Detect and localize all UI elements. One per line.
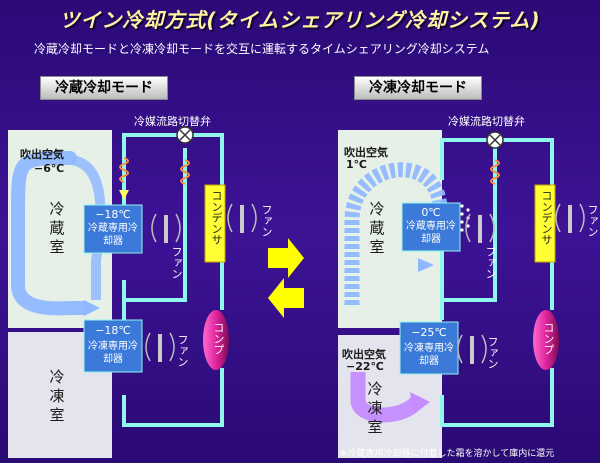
left-compressor — [203, 310, 229, 370]
left-air-temp: −6℃ — [34, 162, 65, 175]
right-air-bottom-temp: −22℃ — [346, 360, 384, 373]
right-fan-label-condenser: ファン — [586, 204, 599, 237]
left-capillary-coil-top — [119, 157, 129, 183]
left-capillary-coil-right — [180, 159, 190, 185]
right-fridge-room-label: 冷蔵室 — [369, 200, 385, 256]
left-cold-air-loop — [11, 151, 91, 316]
arrow-right-icon — [268, 238, 304, 278]
left-cold-air-inner — [70, 155, 106, 300]
left-cooler-freezer-name: 冷凍専用冷却器 — [88, 341, 138, 365]
right-cold-air-loop — [344, 162, 448, 305]
left-cooler-fridge-name: 冷蔵専用冷却器 — [88, 223, 138, 247]
left-cooler-freezer-temp: −18℃ — [95, 324, 131, 337]
left-fan-icon-top — [151, 213, 181, 243]
left-condenser — [204, 184, 226, 263]
right-freezer-room-label: 冷凍室 — [367, 380, 383, 436]
right-compressor — [533, 310, 559, 370]
left-air-label: 吹出空気 — [20, 148, 64, 161]
right-valve-label: 冷媒流路切替弁 — [448, 115, 525, 128]
left-pipe-circuit — [122, 133, 224, 427]
right-fan-icon-top — [465, 213, 495, 243]
right-cooler-fridge-name: 冷蔵専用冷却器 — [406, 221, 456, 245]
left-condenser-label: コンデンサ — [210, 190, 223, 245]
right-cooler-freezer-name: 冷凍専用冷却器 — [404, 343, 454, 367]
left-freezer-room-label: 冷凍室 — [49, 368, 65, 424]
left-mode-label: 冷蔵冷却モード — [40, 76, 168, 100]
arrow-left-icon — [268, 278, 304, 318]
right-cooler-freezer — [399, 321, 459, 375]
left-cooler-fridge-temp: −18℃ — [95, 208, 131, 221]
left-cooler-fridge — [83, 204, 143, 254]
right-condenser — [534, 184, 556, 263]
right-freezer-air-arrowhead — [410, 392, 430, 414]
page-title: ツイン冷却方式(タイムシェアリング冷却システム) — [59, 8, 541, 32]
left-cold-air-arrowhead — [84, 300, 100, 316]
right-capillary-coil — [490, 159, 500, 185]
right-cooler-fridge — [401, 202, 461, 252]
right-air-top-label: 吹出空気 — [344, 146, 388, 159]
left-fan-label-condenser: ファン — [260, 204, 273, 237]
right-fan-icon-condenser — [555, 203, 585, 233]
right-compressor-label: コンプ — [542, 322, 555, 355]
left-compressor-label: コンプ — [212, 322, 225, 355]
right-air-top-temp: 1℃ — [346, 158, 367, 171]
left-fridge-room-label: 冷蔵室 — [49, 200, 65, 256]
right-condenser-label: コンデンサ — [540, 190, 553, 245]
right-mode-label: 冷凍冷却モード — [354, 76, 482, 100]
left-fan-icon-bottom — [145, 332, 175, 362]
right-cooler-freezer-temp: −25℃ — [411, 326, 447, 339]
right-pipe-circuit — [440, 138, 554, 427]
left-valve-label: 冷媒流路切替弁 — [134, 115, 211, 128]
page-subtitle: 冷蔵冷却モードと冷凍冷却モードを交互に運転するタイムシェアリング冷却システム — [34, 42, 490, 56]
right-fan-label-bottom: ファン — [486, 336, 499, 369]
right-cooler-fridge-temp: 0℃ — [421, 206, 441, 219]
left-cooler-freezer — [83, 319, 143, 373]
left-flow-arrow-down — [119, 190, 129, 200]
right-fan-label-top: ファン — [484, 246, 497, 279]
right-fan-icon-bottom — [457, 334, 487, 364]
left-fan-label-bottom: ファン — [176, 334, 189, 367]
right-air-bottom-label: 吹出空気 — [342, 348, 386, 361]
right-freezer-air-loop — [350, 372, 425, 423]
left-fan-label-top: ファン — [170, 246, 183, 279]
footnote: ※冷蔵専用冷却器に付着した霜を溶かして庫内に還元 — [340, 449, 555, 459]
left-valve-cross — [179, 129, 191, 141]
right-valve-cross — [489, 134, 501, 146]
left-fan-icon-condenser — [227, 203, 257, 233]
right-cold-air-arrowhead — [418, 258, 434, 272]
